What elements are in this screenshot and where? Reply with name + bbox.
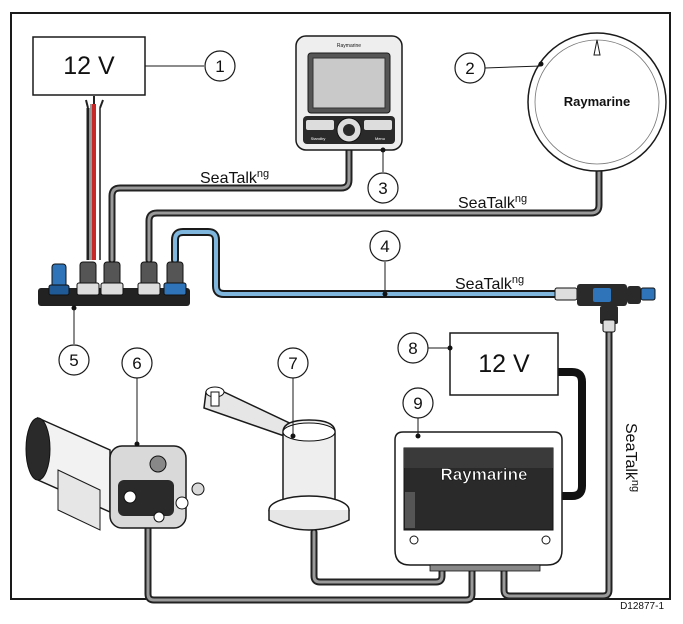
svg-text:9: 9 — [413, 394, 422, 413]
svg-text:7: 7 — [288, 354, 297, 373]
compass-sensor: Raymarine — [527, 32, 667, 172]
power-supply-2: 12 V — [447, 332, 559, 396]
rudder-reference-sensor — [203, 386, 350, 531]
backbone-ports — [76, 261, 187, 296]
svg-text:1: 1 — [215, 57, 224, 76]
diagram-reference-code: D12877-1 — [620, 601, 664, 612]
callout-4: 4 — [369, 230, 401, 262]
controller-cable — [110, 148, 351, 262]
svg-text:4: 4 — [380, 237, 389, 256]
svg-text:Standby: Standby — [311, 136, 326, 141]
svg-text:6: 6 — [132, 354, 141, 373]
callout-9: 9 — [402, 387, 434, 419]
svg-text:5: 5 — [69, 351, 78, 370]
drive-motor — [25, 416, 205, 531]
motor-cable — [146, 520, 474, 602]
acu-power-cable — [554, 368, 586, 500]
callout-leaders — [73, 65, 542, 444]
callout-5: 5 — [58, 344, 90, 376]
svg-text:2: 2 — [465, 59, 474, 78]
callout-7: 7 — [277, 347, 309, 379]
svg-text:Raymarine: Raymarine — [337, 43, 361, 49]
acu-cable — [502, 330, 611, 598]
network-label-controller: SeaTalkng — [200, 168, 269, 187]
t-piece-connector — [382, 284, 656, 333]
rudder-cable — [312, 530, 444, 584]
callout-1: 1 — [204, 50, 236, 82]
callout-8: 8 — [397, 332, 429, 364]
power-wires — [85, 96, 104, 260]
power-supply-1-label: 12 V — [63, 52, 115, 80]
callout-6: 6 — [121, 347, 153, 379]
svg-text:8: 8 — [408, 339, 417, 358]
network-label-acu: SeaTalkng — [622, 423, 641, 492]
backbone-connector-block — [38, 261, 190, 311]
callout-2: 2 — [454, 52, 486, 84]
power-supply-1: 12 V — [32, 36, 146, 96]
compass-cable — [147, 168, 601, 262]
autopilot-controller: Raymarine Standby Menu — [295, 35, 403, 153]
network-label-compass: SeaTalkng — [458, 193, 527, 212]
callout-3: 3 — [367, 172, 399, 204]
svg-text:3: 3 — [378, 179, 387, 198]
compass-brand: Raymarine — [564, 94, 630, 109]
acu-unit: Raymarine — [394, 431, 563, 572]
network-label-backbone: SeaTalkng — [455, 274, 524, 293]
svg-text:Menu: Menu — [375, 136, 385, 141]
power-supply-2-label: 12 V — [478, 350, 530, 378]
acu-brand: Raymarine — [441, 465, 528, 484]
cables — [108, 146, 613, 604]
backbone-cable — [173, 230, 562, 296]
